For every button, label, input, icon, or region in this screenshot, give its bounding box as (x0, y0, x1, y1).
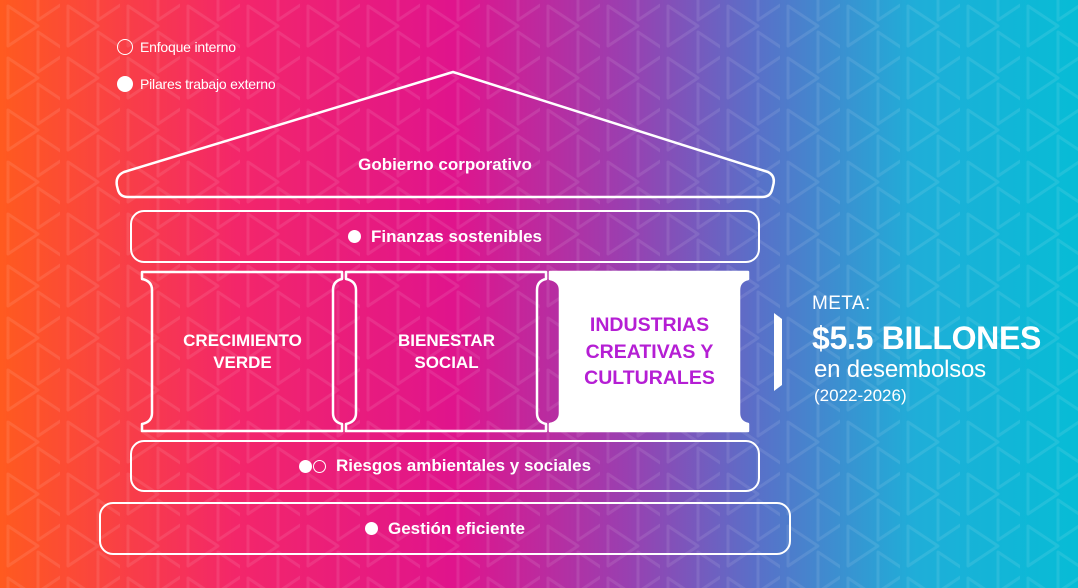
pillar-line: SOCIAL (414, 353, 479, 372)
band-riesgos-label: Riesgos ambientales y sociales (335, 456, 592, 475)
pillar-line: CULTURALES (584, 367, 715, 390)
filled-circle-icon (298, 459, 312, 473)
pillar-line: VERDE (213, 353, 272, 372)
hollow-circle-icon (312, 459, 326, 473)
legend-internal: Enfoque interno (117, 39, 236, 55)
pillar-line: BIENESTAR (398, 330, 495, 350)
bracket-icon (774, 313, 782, 391)
pillar-line: CRECIMIENTO (183, 330, 302, 350)
band-riesgos: Riesgos ambientales y sociales (130, 440, 760, 492)
goal-label: META: (812, 293, 871, 314)
goal-years: (2022-2026) (814, 386, 907, 405)
legend-internal-label: Enfoque interno (140, 39, 236, 55)
goal-subtitle: en desembolsos (814, 356, 986, 383)
pillar-industrias-label: INDUSTRIAS CREATIVAS Y CULTURALES (560, 290, 739, 414)
pillar-crecimiento-outline (140, 270, 344, 433)
pillar-line: INDUSTRIAS (589, 314, 710, 337)
filled-circle-icon (117, 76, 133, 92)
hollow-circle-icon (117, 39, 133, 55)
filled-circle-icon (348, 230, 361, 243)
band-finanzas-label: Finanzas sostenibles (371, 226, 542, 246)
band-gestion: Gestión eficiente (99, 502, 791, 555)
legend-external-label: Pilares trabajo externo (140, 76, 276, 92)
goal-amount: $5.5 BILLONES (812, 320, 1042, 356)
band-finanzas-sostenibles: Finanzas sostenibles (130, 210, 760, 263)
roof-shape (115, 70, 776, 199)
filled-circle-icon (365, 522, 378, 535)
pillar-bienestar-outline (344, 270, 548, 433)
pillar-bienestar-label: BIENESTAR SOCIAL (356, 290, 537, 414)
band-gestion-label: Gestión eficiente (388, 518, 525, 538)
roof-label: Gobierno corporativo (358, 155, 532, 174)
pillar-crecimiento-label: CRECIMIENTO VERDE (152, 290, 333, 414)
pillar-industrias-shape (548, 270, 750, 433)
pillar-line: CREATIVAS Y (585, 340, 714, 363)
legend-external: Pilares trabajo externo (117, 76, 276, 92)
